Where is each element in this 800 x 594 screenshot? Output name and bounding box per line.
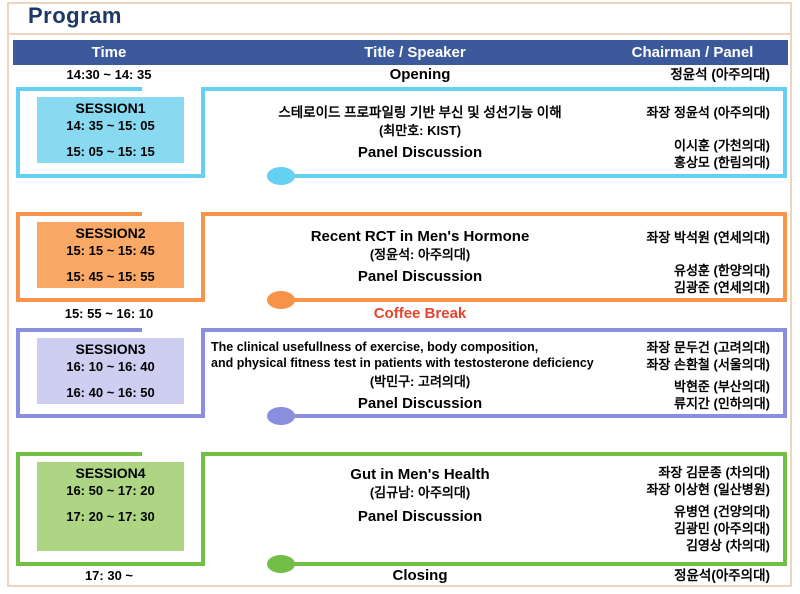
session4-bracket-left <box>16 452 205 566</box>
closing-title: Closing <box>392 567 448 584</box>
session3-time-2: 16: 40 ~ 16: 50 <box>66 385 155 400</box>
session3-bracket-right <box>205 328 787 418</box>
session3-panelist-1: 박현준 (부산의대) <box>674 379 770 394</box>
session4-time-box: SESSION4 16: 50 ~ 17: 20 17: 20 ~ 17: 30 <box>37 462 184 551</box>
session2-title: Recent RCT in Men's Hormone <box>310 228 530 245</box>
session4-speaker: (김규남: 아주의대) <box>369 485 471 500</box>
session2-bracket-top <box>16 212 142 216</box>
session2-chair-1: 좌장 박석원 (연세의대) <box>646 230 770 245</box>
session3-panelist-2: 류지간 (인하의대) <box>674 396 770 411</box>
page-title: Program <box>28 3 122 28</box>
session1-time-2: 15: 05 ~ 15: 15 <box>66 144 155 159</box>
session1-panelist-1: 이시훈 (가천의대) <box>674 138 770 153</box>
session2-time-1: 15: 15 ~ 15: 45 <box>66 243 155 258</box>
opening-row: 14:30 ~ 14: 35 Opening 정윤석 (아주의대) <box>0 64 800 86</box>
coffee-break-label: Coffee Break <box>373 305 467 322</box>
session3-panel-discussion: Panel Discussion <box>357 395 483 412</box>
session4-time-1: 16: 50 ~ 17: 20 <box>66 483 155 498</box>
session4-chair-2: 좌장 이상현 (일산병원) <box>646 482 770 497</box>
session2-bracket-left <box>16 212 205 302</box>
session4-chair-column: 좌장 김문종 (차의대) 좌장 이상현 (일산병원) 유병연 (건양의대) 김광… <box>550 464 770 554</box>
session2-connector-dot-icon <box>267 291 295 309</box>
session1-chair-1: 좌장 정윤석 (아주의대) <box>646 105 770 120</box>
session1-bracket-left <box>16 87 205 178</box>
session4-time-2: 17: 20 ~ 17: 30 <box>66 509 155 524</box>
session1-speaker: (최만호: KIST) <box>378 123 462 138</box>
header-chairman-panel: Chairman / Panel <box>631 44 754 61</box>
session4-bracket-right <box>205 452 787 566</box>
coffee-break-time: 15: 55 ~ 16: 10 <box>64 306 154 321</box>
session2-panelist-1: 유성훈 (한양의대) <box>674 263 770 278</box>
session2-bracket-bottom <box>281 298 787 302</box>
session2-title-column: Recent RCT in Men's Hormone (정윤석: 아주의대) … <box>205 228 635 287</box>
session2-time-box: SESSION2 15: 15 ~ 15: 45 15: 45 ~ 15: 55 <box>37 222 184 288</box>
session2-speaker: (정윤석: 아주의대) <box>369 247 471 262</box>
session4-panel-discussion: Panel Discussion <box>357 508 483 525</box>
session1-bracket-top <box>16 87 142 91</box>
session3-title-line-1: The clinical usefullness of exercise, bo… <box>211 340 539 354</box>
session-block-1: SESSION1 14: 35 ~ 15: 05 15: 05 ~ 15: 15… <box>0 87 800 185</box>
session4-connector-dot-icon <box>267 555 295 573</box>
session4-bracket-top <box>16 452 142 456</box>
session1-title-column: 스테로이드 프로파일링 기반 부신 및 성선기능 이해 (최만호: KIST) … <box>205 104 635 163</box>
opening-title: Opening <box>389 66 451 83</box>
session3-bracket-left <box>16 328 205 418</box>
coffee-break-row: 15: 55 ~ 16: 10 Coffee Break <box>0 304 800 324</box>
session4-name: SESSION4 <box>75 465 146 481</box>
opening-time: 14:30 ~ 14: 35 <box>66 67 152 82</box>
session4-title: Gut in Men's Health <box>350 466 490 483</box>
session1-title: 스테로이드 프로파일링 기반 부신 및 성선기능 이해 <box>278 105 562 120</box>
session3-time-box: SESSION3 16: 10 ~ 16: 40 16: 40 ~ 16: 50 <box>37 338 184 404</box>
session3-bracket-top <box>16 328 142 332</box>
session3-speaker: (박민구: 고려의대) <box>369 374 471 389</box>
session2-chair-column: 좌장 박석원 (연세의대) 유성훈 (한양의대) 김광준 (연세의대) <box>550 229 770 296</box>
header-time: Time <box>91 44 127 61</box>
session3-name: SESSION3 <box>75 341 146 357</box>
session3-chair-1: 좌장 문두건 (고려의대) <box>646 340 770 355</box>
session1-time-1: 14: 35 ~ 15: 05 <box>66 118 155 133</box>
session3-bracket-bottom <box>281 414 787 418</box>
opening-chairman: 정윤석 (아주의대) <box>670 67 770 82</box>
session4-panelist-2: 김광민 (아주의대) <box>674 521 770 536</box>
session3-chair-column: 좌장 문두건 (고려의대) 좌장 손환철 (서울의대) 박현준 (부산의대) 류… <box>550 339 770 412</box>
session3-time-1: 16: 10 ~ 16: 40 <box>66 359 155 374</box>
session4-panelist-1: 유병연 (건양의대) <box>674 504 770 519</box>
session2-panelist-2: 김광준 (연세의대) <box>674 280 770 295</box>
session2-bracket-right <box>205 212 787 302</box>
session4-panelist-3: 김영상 (차의대) <box>685 538 770 553</box>
session1-bracket-right <box>205 87 787 178</box>
page-frame <box>7 2 792 587</box>
session1-bracket-bottom <box>281 174 787 178</box>
session4-title-column: Gut in Men's Health (김규남: 아주의대) Panel Di… <box>205 466 635 527</box>
title-divider-line <box>9 33 790 35</box>
session3-title-column: The clinical usefullness of exercise, bo… <box>205 339 635 414</box>
session1-name: SESSION1 <box>75 100 146 116</box>
session3-title-line-2: and physical fitness test in patients wi… <box>211 356 594 370</box>
session1-connector-dot-icon <box>267 167 295 185</box>
session1-panelist-2: 홍상모 (한림의대) <box>674 155 770 170</box>
session2-time-2: 15: 45 ~ 15: 55 <box>66 269 155 284</box>
session4-chair-1: 좌장 김문종 (차의대) <box>658 465 770 480</box>
session-block-4: SESSION4 16: 50 ~ 17: 20 17: 20 ~ 17: 30… <box>0 452 800 573</box>
session2-panel-discussion: Panel Discussion <box>357 268 483 285</box>
session-block-3: SESSION3 16: 10 ~ 16: 40 16: 40 ~ 16: 50… <box>0 328 800 425</box>
closing-row: 17: 30 ~ Closing 정윤석(아주의대) <box>0 566 800 586</box>
session-block-2: SESSION2 15: 15 ~ 15: 45 15: 45 ~ 15: 55… <box>0 212 800 309</box>
session1-chair-column: 좌장 정윤석 (아주의대) 이시훈 (가천의대) 홍상모 (한림의대) <box>550 104 770 171</box>
session4-bracket-bottom <box>281 562 787 566</box>
table-header-bar: Time Title / Speaker Chairman / Panel <box>13 40 788 65</box>
session3-connector-dot-icon <box>267 407 295 425</box>
closing-chairman: 정윤석(아주의대) <box>674 568 770 583</box>
session2-name: SESSION2 <box>75 225 146 241</box>
session1-panel-discussion: Panel Discussion <box>357 144 483 161</box>
session1-time-box: SESSION1 14: 35 ~ 15: 05 15: 05 ~ 15: 15 <box>37 97 184 163</box>
header-title-speaker: Title / Speaker <box>364 44 466 61</box>
session3-chair-2: 좌장 손환철 (서울의대) <box>646 357 770 372</box>
closing-time: 17: 30 ~ <box>84 568 134 583</box>
